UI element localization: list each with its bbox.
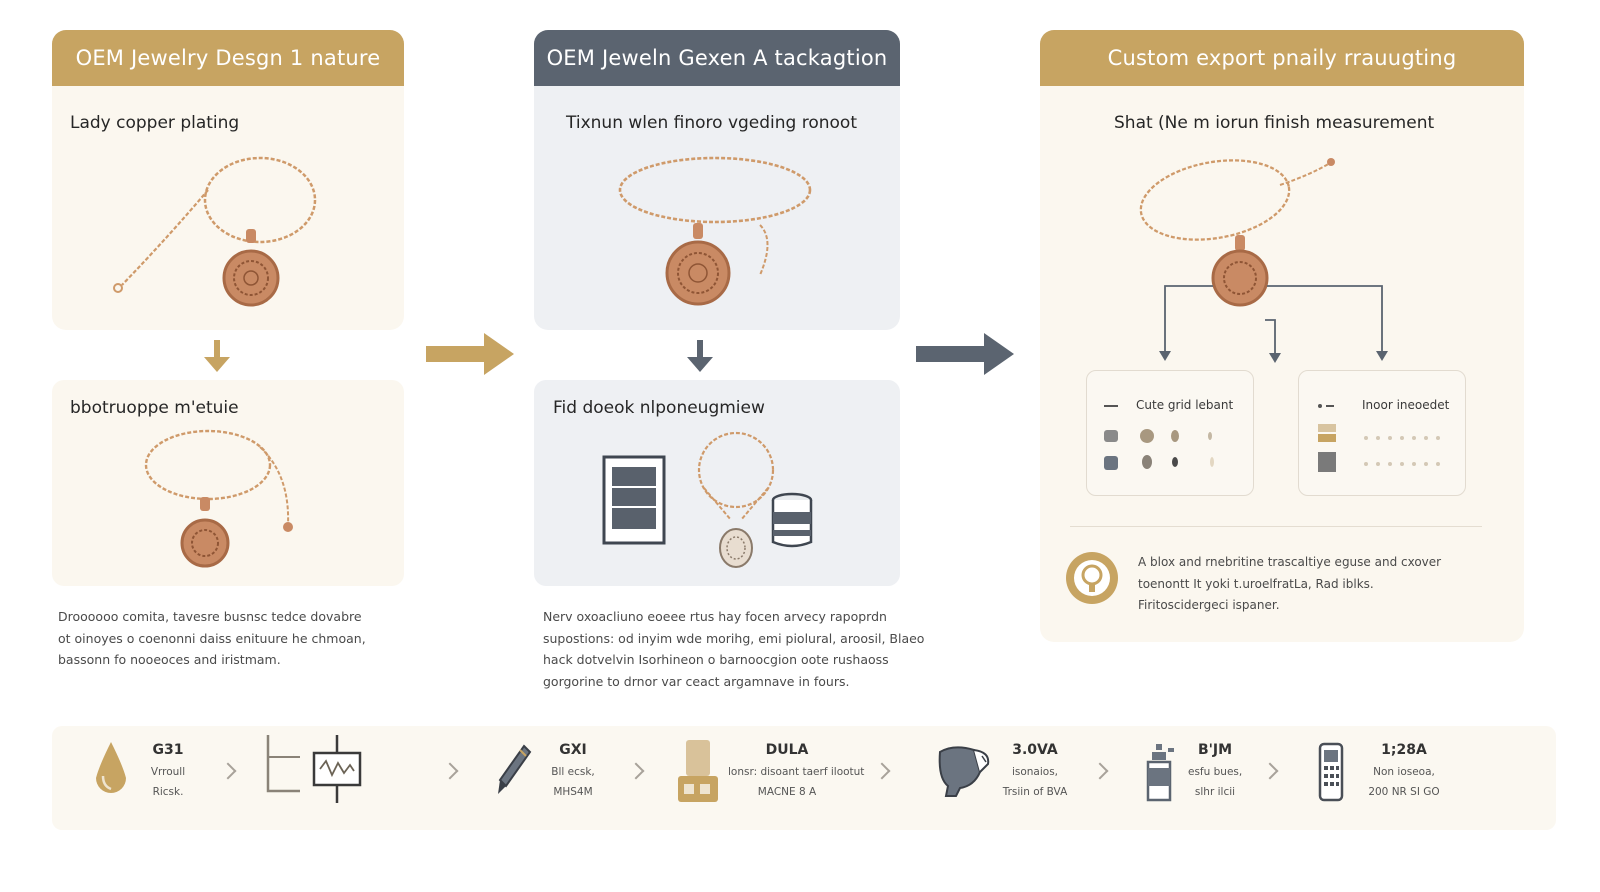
- step-code: G31: [152, 742, 184, 758]
- measurement-diagram: [1139, 158, 1388, 363]
- down-arrow-icon: [204, 340, 230, 372]
- panel-label: bbotruoppe m'etuie: [70, 398, 239, 418]
- phone-icon: [1318, 742, 1344, 802]
- quality-column: Custom export pnaily rrauugting: [1040, 30, 1524, 642]
- column-header: OEM Jewelry Desgn 1 nature: [52, 30, 404, 86]
- oil-drop-icon: [96, 742, 126, 793]
- subcard-label: Inoor ineoedet: [1362, 398, 1450, 412]
- step-line: isonaios,: [1011, 766, 1059, 778]
- column-description: Nerv oxoacliuno eoeee rtus hay focen arv…: [543, 609, 925, 689]
- column-header: Custom export pnaily rrauugting: [1040, 30, 1524, 86]
- necklace-image: [113, 156, 317, 307]
- stamp-icon: [678, 740, 718, 802]
- spray-icon: [1146, 744, 1174, 802]
- step-line: MACNE 8 A: [757, 786, 817, 798]
- step-code: B'JM: [1197, 742, 1233, 758]
- divider: [1070, 526, 1482, 527]
- measurement-card-right: [1298, 370, 1466, 496]
- right-arrow-icon: [426, 333, 514, 375]
- step-line: Non ioseoa,: [1373, 766, 1435, 778]
- step-code: 1;28A: [1381, 742, 1427, 758]
- step-line: Bll ecsk,: [551, 766, 595, 778]
- step-line: lonsr: disoant taerf ilootut: [728, 766, 865, 778]
- step-line: esfu bues,: [1188, 766, 1243, 778]
- packaging-panel: [534, 380, 900, 586]
- readout-bars-icon: [1318, 404, 1440, 472]
- step-line: slhr ilcii: [1194, 786, 1236, 798]
- right-arrow-icon: [916, 333, 1014, 375]
- display-box-icon: [602, 455, 666, 545]
- step-code: 3.0VA: [1012, 742, 1058, 758]
- step-code: DULA: [765, 742, 809, 758]
- necklace-image: [618, 156, 812, 306]
- panel-label: Fid doeok nlponeugmiew: [553, 398, 765, 418]
- necklace-image: [697, 431, 775, 568]
- panel-label: Tixnun wlen finoro vgeding ronoot: [566, 113, 857, 133]
- step-code: GXI: [559, 742, 587, 758]
- swatch-dots-icon: [1104, 405, 1214, 470]
- inspection-badge-icon: [1066, 552, 1118, 604]
- subcard-label: Cute grid lebant: [1136, 398, 1234, 412]
- column-description: Droooooo comita, tavesre busnsc tedce do…: [58, 609, 366, 667]
- polishing-icon: [938, 746, 990, 797]
- step-line: Ricsk.: [152, 786, 184, 798]
- step-line: 200 NR SI GO: [1368, 786, 1440, 798]
- pen-icon: [498, 744, 532, 794]
- down-arrow-icon: [687, 340, 713, 372]
- step-line: Vrroull: [150, 766, 186, 778]
- step-line: MHS4M: [553, 786, 593, 798]
- panel-label: Lady copper plating: [70, 113, 240, 133]
- jar-icon: [771, 492, 813, 548]
- necklace-image: [144, 429, 293, 568]
- finish-panel: [52, 380, 404, 586]
- step-line: Trsiin of BVA: [1002, 786, 1068, 798]
- schematic-icon: [266, 735, 362, 803]
- process-strip: [52, 726, 1556, 830]
- panel-label: Shat (Ne m iorun finish measurement: [1114, 113, 1435, 133]
- column-description: A blox and rnebritine trascaltiye eguse …: [1138, 555, 1442, 612]
- column-header: OEM Jeweln Gexen A tackagtion: [534, 30, 900, 86]
